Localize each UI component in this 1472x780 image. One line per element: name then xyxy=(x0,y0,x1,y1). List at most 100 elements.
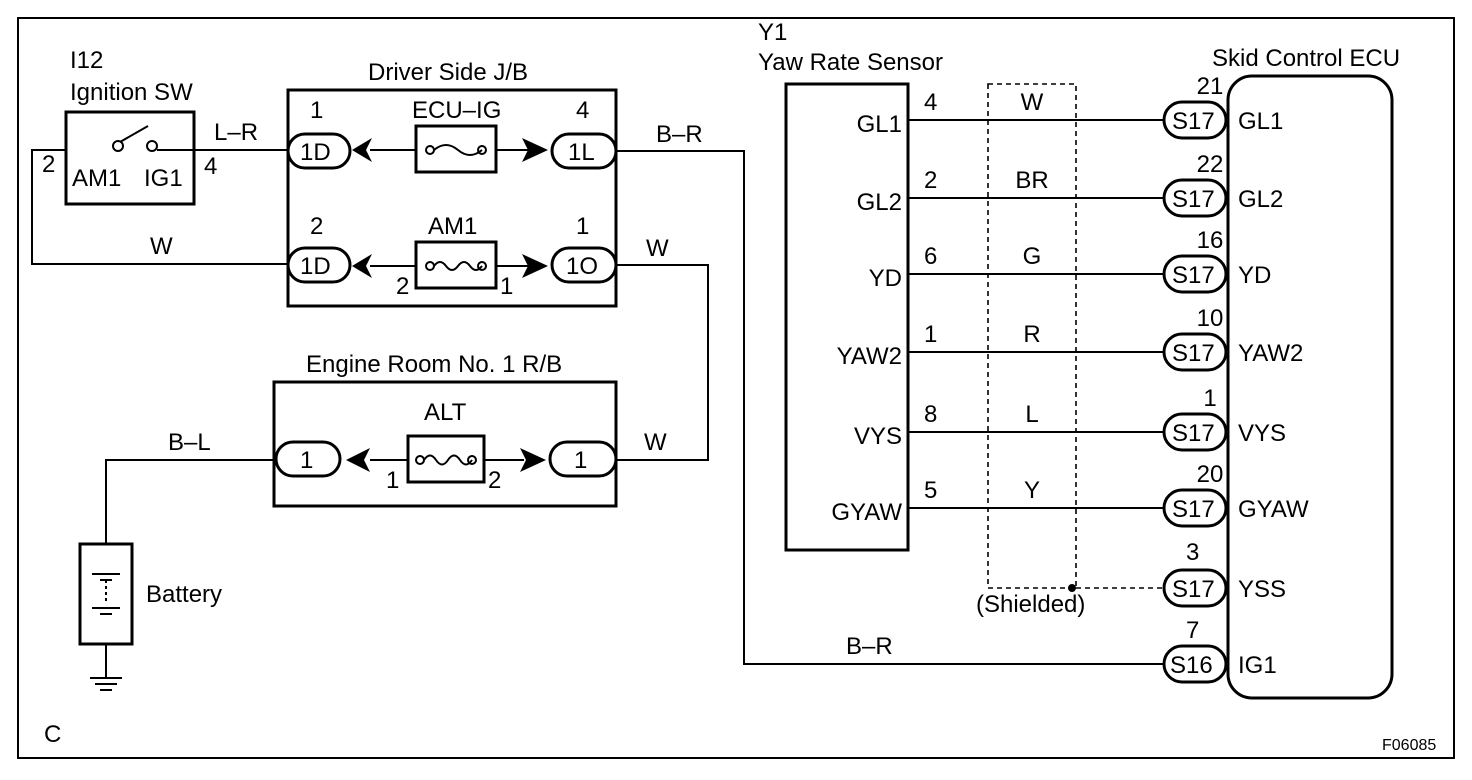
connector-code: S17 xyxy=(1172,496,1215,523)
ecu-terminal: GL1 xyxy=(1238,108,1283,135)
ecu-terminal: VYS xyxy=(1238,420,1286,447)
shield-box xyxy=(987,83,1077,589)
wire-color: L xyxy=(1025,401,1038,428)
conn-1d-bot: 1D xyxy=(300,253,331,280)
connector-pill xyxy=(1162,488,1228,528)
ecu-terminal: GYAW xyxy=(1238,496,1309,523)
sensor-terminal: VYS xyxy=(854,423,902,450)
wire-w-1o-label: W xyxy=(646,235,669,262)
diagram-frame xyxy=(17,17,1455,759)
sensor-id: Y1 xyxy=(758,19,787,46)
sensor-terminal: YAW2 xyxy=(837,343,902,370)
connector-pill xyxy=(1162,254,1228,294)
rb-conn-right: 1 xyxy=(574,447,587,474)
yaw-rate-sensor: Y1 Yaw Rate Sensor xyxy=(758,19,943,552)
driver-side-jb: Driver Side J/B ECU–IG 1 1D 4 1L AM1 2 1… xyxy=(286,59,618,308)
wire-w-am1-label: W xyxy=(150,233,173,260)
sensor-terminal: GYAW xyxy=(831,499,902,526)
shield-junction xyxy=(1068,584,1076,592)
sensor-name: Yaw Rate Sensor xyxy=(758,49,943,76)
alt-pin-right: 2 xyxy=(488,467,501,494)
driver-jb-title: Driver Side J/B xyxy=(368,59,528,86)
ignition-pin-right: 4 xyxy=(204,153,217,180)
conn-1o: 1O xyxy=(566,253,598,280)
wire-color: R xyxy=(1023,321,1040,348)
connector-code: S17 xyxy=(1172,420,1215,447)
sensor-pin: 2 xyxy=(924,167,937,194)
wire-br xyxy=(616,150,1166,665)
pin-1d-top: 1 xyxy=(310,97,323,124)
connector-code: S17 xyxy=(1172,186,1215,213)
ecu-name: Skid Control ECU xyxy=(1212,45,1400,72)
sensor-pin: 8 xyxy=(924,401,937,428)
sensor-pin: 5 xyxy=(924,477,937,504)
ecu-terminal: GL2 xyxy=(1238,186,1283,213)
ecu-pin: 21 xyxy=(1197,73,1224,100)
wire-w-alt-label: W xyxy=(644,429,667,456)
sensor-pin: 1 xyxy=(924,321,937,348)
connector-code: S17 xyxy=(1172,262,1215,289)
wire-color: G xyxy=(1023,243,1042,270)
sensor-pin: 4 xyxy=(924,89,937,116)
sensor-terminal: YD xyxy=(869,265,902,292)
ecu-terminal: YD xyxy=(1238,262,1271,289)
ignition-switch: I12 Ignition SW AM1 IG1 2 4 xyxy=(42,47,217,206)
corner-left-label: C xyxy=(44,721,61,748)
yss-row: 3 S17 YSS xyxy=(1162,539,1286,608)
fuse-am1-label: AM1 xyxy=(428,213,477,240)
ignition-id: I12 xyxy=(70,47,103,74)
ecu-pin: 16 xyxy=(1197,227,1224,254)
engine-rb-title: Engine Room No. 1 R/B xyxy=(306,351,562,378)
battery: Battery xyxy=(78,542,222,691)
ecu-pin: 1 xyxy=(1203,385,1216,412)
battery-label: Battery xyxy=(146,581,222,608)
ecu-pin: 10 xyxy=(1197,305,1224,332)
am1-terminal: AM1 xyxy=(72,165,121,192)
wire-br-top-label: B–R xyxy=(656,121,703,148)
wire-lr-label: L–R xyxy=(214,119,258,146)
ig1-terminal: IG1 xyxy=(144,165,183,192)
pin-1o: 1 xyxy=(576,213,589,240)
wire-br-bottom-label: B–R xyxy=(846,633,893,660)
connector-pill xyxy=(1162,100,1228,140)
connector-pill xyxy=(1162,332,1228,372)
connector-pill xyxy=(1162,178,1228,218)
yss-conn: S17 xyxy=(1172,576,1215,603)
ecu-pin: 22 xyxy=(1197,151,1224,178)
connector-code: S17 xyxy=(1172,108,1215,135)
wire-color: W xyxy=(1021,89,1044,116)
wire-w-am1 xyxy=(31,149,288,265)
ignition-name: Ignition SW xyxy=(70,79,193,106)
engine-room-rb: Engine Room No. 1 R/B ALT 1 2 1 1 xyxy=(272,351,618,508)
ig1-conn: S16 xyxy=(1170,652,1213,679)
wire-color: BR xyxy=(1015,167,1048,194)
rb-conn-left: 1 xyxy=(300,447,313,474)
wire-color: Y xyxy=(1024,477,1040,504)
wire-w-alt xyxy=(616,264,709,461)
ig1-ecu-term: IG1 xyxy=(1238,652,1277,679)
alt-pin-left: 1 xyxy=(386,467,399,494)
figure-code: F06085 xyxy=(1382,737,1436,754)
sensor-terminal: GL1 xyxy=(857,111,902,138)
ig1-row: 7 S16 IG1 xyxy=(1162,617,1277,684)
am1-pin-left: 2 xyxy=(396,273,409,300)
sensor-pin: 6 xyxy=(924,243,937,270)
ignition-pin-left: 2 xyxy=(42,151,55,178)
ecu-pin: 20 xyxy=(1197,461,1224,488)
connector-pill xyxy=(1162,412,1228,452)
yss-ecu-pin: 3 xyxy=(1186,539,1199,566)
wire-bl-label: B–L xyxy=(168,429,211,456)
sensor-terminal: GL2 xyxy=(857,189,902,216)
conn-1l: 1L xyxy=(568,139,595,166)
ecu-terminal: YAW2 xyxy=(1238,340,1303,367)
fuse-ecu-ig-label: ECU–IG xyxy=(412,97,501,124)
wire-bl xyxy=(105,459,276,544)
